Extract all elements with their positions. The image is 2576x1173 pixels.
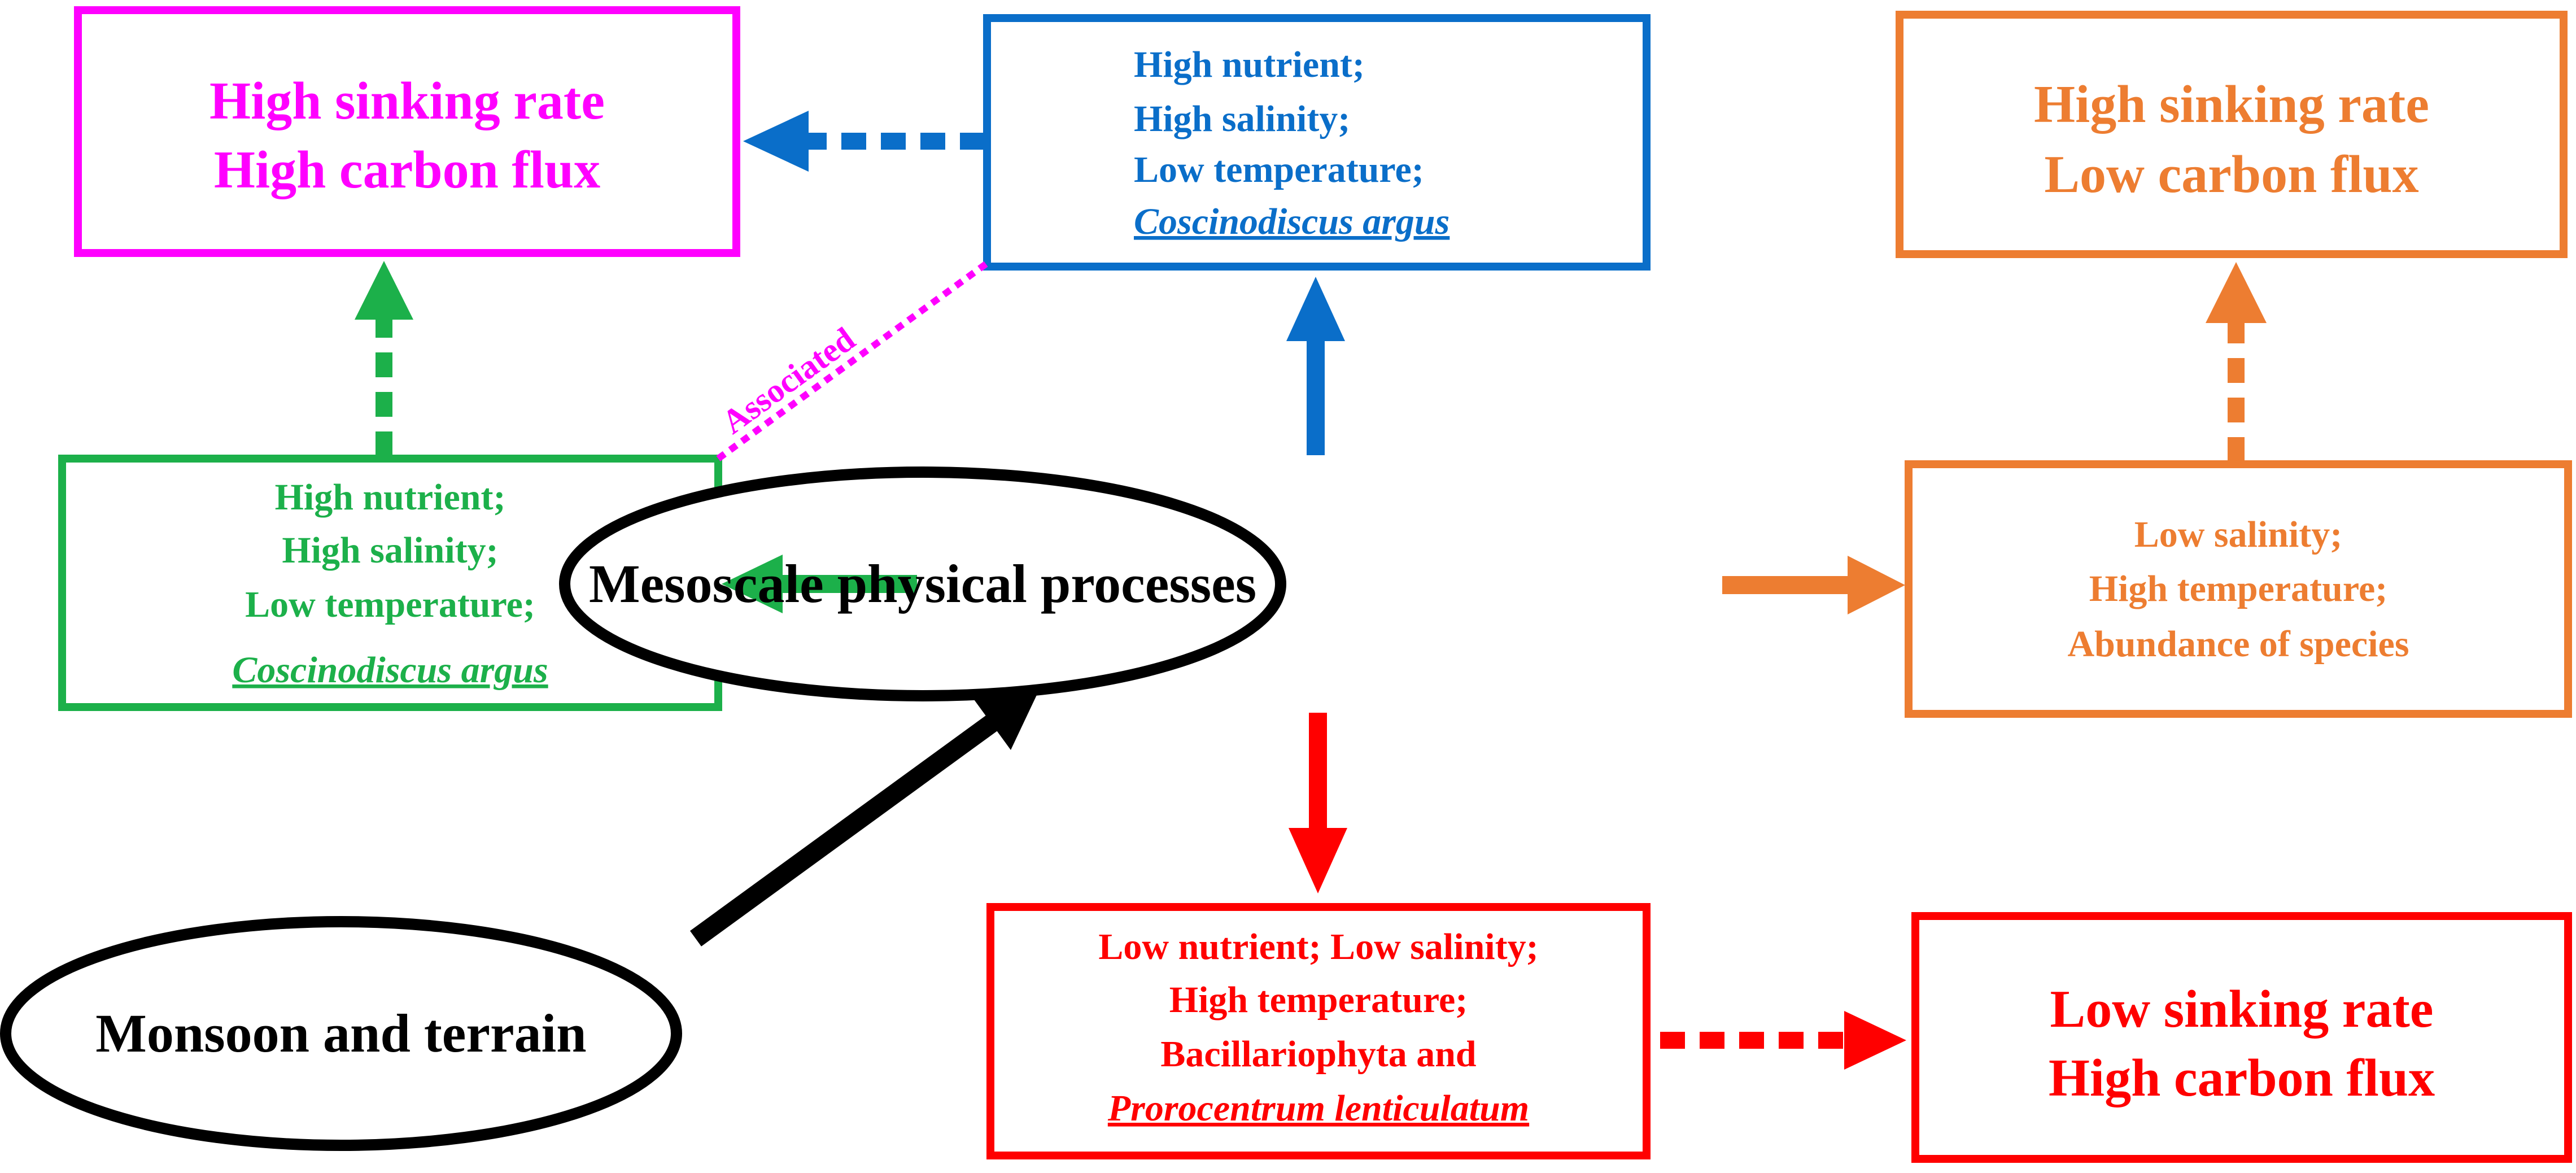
center-to-orange-arrow-shaft xyxy=(1722,576,1852,594)
red-outcome-box xyxy=(1911,912,2572,1163)
magenta-outcome-box xyxy=(74,6,740,257)
blue-conditions-box xyxy=(983,14,1651,271)
orange-conditions-line3: Abundance of species xyxy=(2067,623,2409,665)
blue-conditions-line3: Low temperature; xyxy=(1134,149,1424,190)
green-conditions-species: Coscinodiscus argus xyxy=(232,649,548,691)
red-to-outcome-arrowhead xyxy=(1844,1011,1906,1070)
monsoon-ellipse xyxy=(0,916,682,1151)
orange-outcome-line1: High sinking rate xyxy=(2034,75,2429,134)
green-conditions-line3: Low temperature; xyxy=(245,584,535,625)
orange-outcome-line2: Low carbon flux xyxy=(2044,145,2418,204)
blue-to-magenta-arrowhead xyxy=(743,111,809,172)
magenta-outcome-line2: High carbon flux xyxy=(214,141,600,199)
center-ellipse xyxy=(559,466,1286,701)
orange-conditions-line1: Low salinity; xyxy=(2134,514,2343,555)
center-to-blue-arrowhead xyxy=(1286,277,1345,341)
center-to-green-arrow-shaft xyxy=(777,575,917,593)
center-to-green-arrowhead xyxy=(722,555,783,613)
red-conditions-line2: High temperature; xyxy=(1169,979,1468,1021)
orange-to-outcome-arrowhead xyxy=(2206,262,2267,323)
monsoon-ellipse-label: Monsoon and terrain xyxy=(95,1003,586,1063)
center-to-blue-arrow-shaft xyxy=(1307,339,1325,455)
associated-dotted-line xyxy=(716,260,989,461)
center-ellipse-label: Mesoscale physical processes xyxy=(589,553,1256,614)
center-to-orange-arrowhead xyxy=(1848,556,1905,614)
orange-conditions-box xyxy=(1905,460,2572,718)
red-outcome-line1: Low sinking rate xyxy=(2050,980,2434,1039)
red-conditions-line3: Bacillariophyta and xyxy=(1160,1034,1476,1075)
green-conditions-line2: High salinity; xyxy=(282,530,498,571)
center-to-red-arrowhead xyxy=(1289,828,1347,893)
center-to-red-arrow-shaft xyxy=(1309,713,1327,830)
blue-conditions-line2: High salinity; xyxy=(1134,98,1350,139)
monsoon-to-center-arrow-shaft xyxy=(689,707,1009,947)
red-conditions-species: Prorocentrum lenticulatum xyxy=(1107,1088,1529,1129)
blue-conditions-line1: High nutrient; xyxy=(1134,44,1365,85)
red-conditions-box xyxy=(986,903,1651,1159)
green-conditions-line1: High nutrient; xyxy=(275,477,506,518)
orange-conditions-line2: High temperature; xyxy=(2089,568,2387,609)
green-to-magenta-arrowhead xyxy=(355,261,413,320)
magenta-outcome-line1: High sinking rate xyxy=(209,72,605,130)
orange-outcome-box xyxy=(1896,11,2568,258)
associated-label: Associated xyxy=(715,320,862,441)
blue-conditions-species: Coscinodiscus argus xyxy=(1134,201,1449,242)
red-conditions-line1: Low nutrient; Low salinity; xyxy=(1098,926,1538,967)
monsoon-to-center-arrowhead xyxy=(971,688,1040,750)
red-outcome-line2: High carbon flux xyxy=(2049,1049,2435,1107)
